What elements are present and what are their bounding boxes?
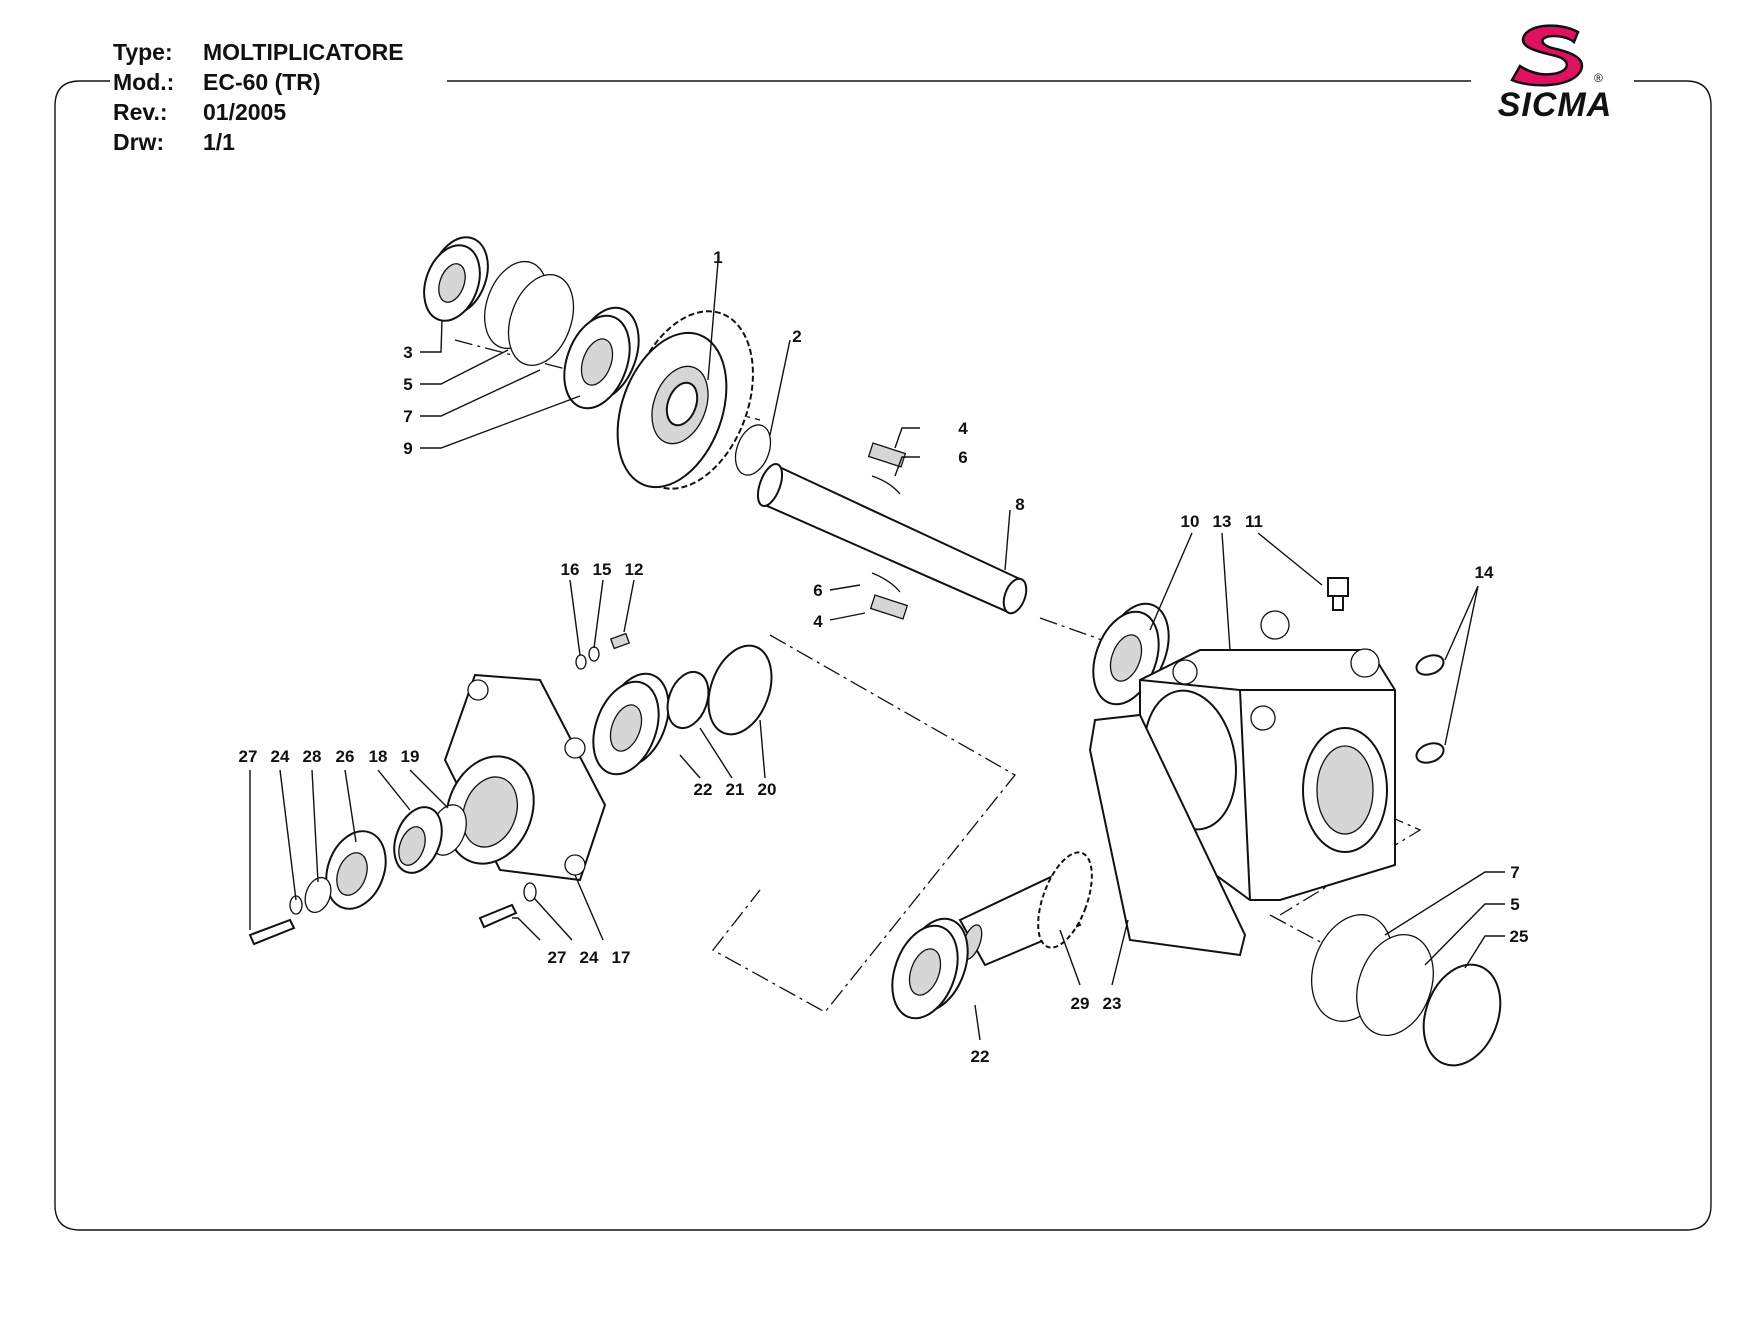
callout-12: 12 [625,560,644,579]
part-woodruff-6-lower [871,572,901,593]
part-plug-14-lower [1415,742,1445,764]
callout-11: 11 [1245,512,1263,531]
revision-value: 01/2005 [203,99,287,125]
leader-lines [249,261,1505,1041]
part-plug-14-upper [1415,654,1445,676]
part-bearing-22-upper [592,672,670,776]
part-cap-25 [1422,963,1502,1067]
callout-17: 17 [612,948,631,967]
part-oil-seal-3 [423,236,489,322]
part-bolt-27-left [248,918,296,946]
model-label: Mod.: [113,69,175,95]
callout-4-lower: 4 [813,612,823,631]
part-bolt-12 [609,632,631,650]
type-value: MOLTIPLICATORE [203,39,404,65]
part-washer-15 [588,646,600,662]
part-bearing-9 [563,306,640,410]
callout-18: 18 [369,747,388,766]
callout-23: 23 [1103,994,1122,1013]
callout-7-right: 7 [1510,863,1519,882]
frame-border [54,80,1712,1231]
callout-6-upper: 6 [958,448,967,467]
sicma-logo-icon: ® [1510,24,1603,87]
callout-3: 3 [403,343,412,362]
callout-8: 8 [1015,495,1024,514]
axis-line-center [712,634,1016,1013]
callout-13: 13 [1213,512,1232,531]
registered-mark: ® [1594,71,1603,85]
callout-29: 29 [1071,994,1090,1013]
part-ring-16 [575,654,587,670]
callout-21: 21 [726,780,745,799]
model-value: EC-60 (TR) [203,69,321,95]
part-bearing-22-lower [891,917,969,1020]
callout-24-right: 24 [580,948,599,967]
part-snap-ring-5-right [1356,933,1434,1037]
callout-2: 2 [792,327,801,346]
part-seal-ring-20 [707,644,773,736]
callout-22-lower: 22 [971,1047,990,1066]
part-key-4-upper [867,442,907,468]
brand-name: SICMA [1497,86,1613,124]
drawing-label: Drw: [113,129,165,155]
revision-label: Rev.: [113,99,168,125]
callout-9: 9 [403,439,412,458]
part-spacer-21 [666,670,710,730]
callout-10: 10 [1181,512,1200,531]
callout-14: 14 [1475,563,1494,582]
part-gearbox-housing-13 [1139,610,1396,901]
callout-27-left: 27 [239,747,258,766]
part-bearing-18 [393,806,443,874]
callout-5-right: 5 [1510,895,1519,914]
part-washer-28 [304,876,332,914]
part-lock-washer-24-right [523,882,537,902]
callout-numbers: 1 2 3 5 7 9 4 6 8 6 4 10 13 11 14 16 15 … [239,248,1529,1066]
callout-28: 28 [303,747,322,766]
part-shim-7 [507,274,575,366]
callout-7: 7 [403,407,412,426]
callout-26: 26 [336,747,355,766]
callout-22-upper: 22 [694,780,713,799]
callout-1: 1 [713,248,722,267]
callout-6-lower: 6 [813,581,822,600]
part-bolt-27-right [478,903,518,929]
part-woodruff-6-upper [871,475,901,495]
part-circlip-2 [734,424,772,476]
part-flange-cover-17 [443,673,607,882]
callout-15: 15 [593,560,612,579]
drawing-value: 1/1 [203,129,235,155]
callout-27-right: 27 [548,948,567,967]
part-input-shaft-8 [756,463,1028,615]
callout-25: 25 [1510,927,1529,946]
callout-16: 16 [561,560,580,579]
part-pinion-29 [958,851,1093,967]
callout-5: 5 [403,375,412,394]
part-key-4-lower [869,594,909,620]
part-breather-11 [1327,577,1349,611]
part-crown-gear-1 [616,310,754,490]
callout-24-left: 24 [271,747,290,766]
callout-4-upper: 4 [958,419,968,438]
callout-20: 20 [758,780,777,799]
sicma-logo-mark [1510,24,1584,87]
callout-19: 19 [401,747,420,766]
type-label: Type: [113,39,173,65]
part-seal-26 [325,830,387,910]
part-gasket-23 [1088,713,1247,957]
